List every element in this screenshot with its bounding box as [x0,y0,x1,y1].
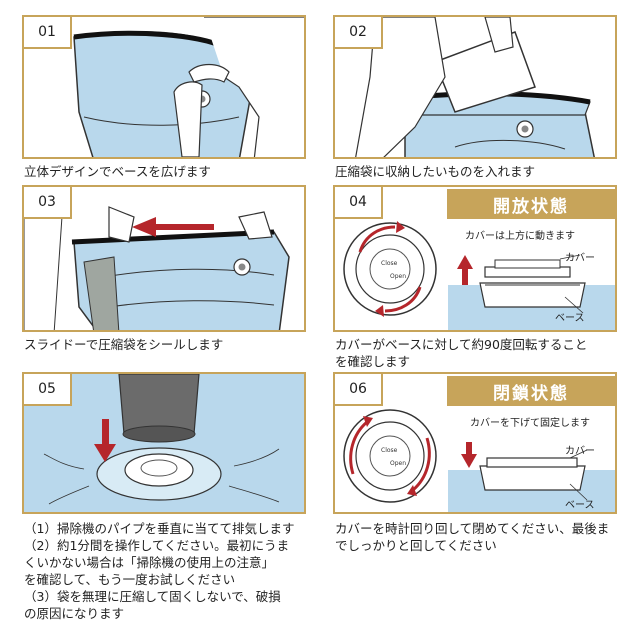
step-02-caption: 圧縮袋に収納したいものを入れます [335,163,535,181]
step-05-panel: 05 [22,372,306,514]
valve-open-label: Open [390,460,406,467]
step-06-caption-line-1: カバーを時計回り回して閉めてください、最後ま [335,520,609,538]
cover-label: カバー [565,442,595,457]
step-number: 03 [24,187,72,219]
step-03-panel: 03 [22,185,306,332]
step-04-caption-line-1: カバーがベースに対して約90度回転すること [335,336,587,354]
down-arrow-icon [461,442,477,468]
valve-open-label: Open [390,273,406,280]
step-05-caption-line-6: の原因になります [24,605,124,623]
step-01-panel: 01 [22,15,306,159]
step-06-panel: 06 閉鎖状態 カバーを下げて固定します カバー ベース Close Open [333,372,617,514]
valve-close-label: Close [381,447,398,454]
state-note: カバーを下げて固定します [470,414,590,429]
base-label: ベース [555,309,585,324]
step-05-caption-line-2: （2）約1分間を操作してください。最初にうま [24,537,289,555]
step-number: 05 [24,374,72,406]
state-title-closed: 閉鎖状態 [447,376,615,406]
step-05-caption-line-5: （3）袋を無理に圧縮して固くしないで、破損 [24,588,281,606]
step-03-caption: スライドーで圧縮袋をシールします [24,336,223,354]
step-05-caption-line-1: （1）掃除機のパイプを垂直に当てて排気します [24,520,294,538]
up-arrow-icon [457,255,473,285]
step-04-panel: 04 開放状態 カバーは上方に動きます カバー ベース Close Open [333,185,617,332]
state-title-open: 開放状態 [447,189,615,219]
step-06-caption-line-2: でしっかりと回してください [335,537,497,555]
down-arrow-icon [94,419,116,462]
step-number: 04 [335,187,383,219]
step-number: 06 [335,374,383,406]
step-04-caption-line-2: を確認します [335,353,410,371]
base-label: ベース [565,496,595,511]
valve-close-label: Close [381,260,398,267]
step-number: 01 [24,17,72,49]
step-02-panel: 02 [333,15,617,159]
step-number: 02 [335,17,383,49]
cover-label: カバー [565,249,595,264]
step-05-caption-line-3: くいかない場合は「掃除機の使用上の注意」 [24,554,274,572]
step-05-caption-line-4: を確認して、もう一度お試しください [24,571,235,589]
step-01-caption: 立体デザインでベースを広げます [24,163,211,181]
state-note: カバーは上方に動きます [465,227,575,242]
